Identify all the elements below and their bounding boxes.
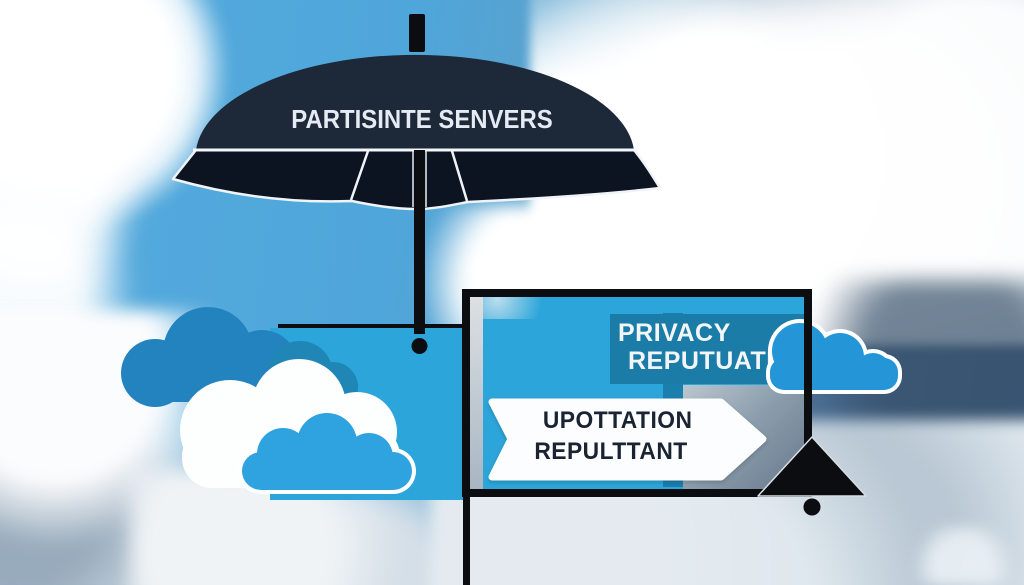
panel-top-edge-line [278, 324, 470, 328]
photo-cloud-left-bottom [0, 310, 220, 585]
photo-cloud-top-left [0, 0, 230, 230]
sign-frame-border [462, 289, 812, 497]
photo-cloud-left-mid [0, 160, 130, 420]
photo-cloud-left-upper [0, 100, 150, 300]
frame-descender-line [463, 497, 470, 585]
umbrella-label: PARTISINTE SENVERS [291, 104, 553, 134]
left-cyan-panel [270, 328, 463, 500]
storm-shadow-right [800, 280, 1024, 470]
